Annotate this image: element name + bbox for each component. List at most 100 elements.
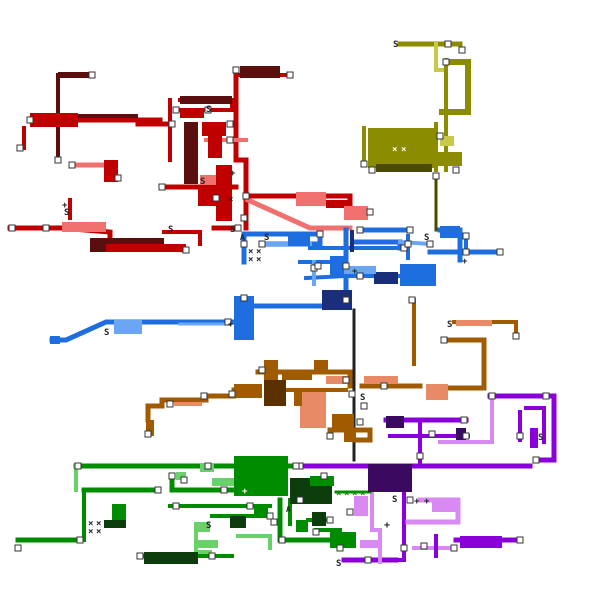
map-corridor bbox=[162, 230, 202, 246]
map-room bbox=[234, 456, 288, 496]
door-icon bbox=[26, 116, 34, 124]
map-room bbox=[368, 464, 412, 492]
door-icon bbox=[258, 240, 266, 248]
door-icon bbox=[346, 508, 354, 516]
map-room bbox=[176, 472, 186, 480]
door-icon bbox=[420, 542, 428, 550]
save-point-icon: S bbox=[168, 225, 173, 235]
save-point-icon: S bbox=[393, 40, 398, 50]
door-icon bbox=[462, 248, 470, 256]
door-icon bbox=[168, 472, 176, 480]
map-room bbox=[330, 256, 346, 276]
door-icon bbox=[144, 430, 152, 438]
door-icon bbox=[168, 120, 176, 128]
map-room bbox=[106, 244, 186, 252]
door-icon bbox=[496, 248, 504, 256]
save-point-icon: S bbox=[200, 177, 205, 187]
door-icon bbox=[270, 518, 278, 526]
map-corridor bbox=[439, 59, 471, 115]
map-room bbox=[212, 478, 234, 486]
door-icon bbox=[348, 390, 356, 398]
item-plus-icon: + bbox=[230, 169, 236, 179]
map-room bbox=[234, 384, 262, 398]
door-icon bbox=[240, 294, 248, 302]
item-plus-icon: + bbox=[352, 267, 358, 277]
map-room bbox=[456, 428, 466, 440]
door-icon bbox=[242, 192, 250, 200]
map-room bbox=[112, 504, 126, 524]
blocked-x-icon: × bbox=[96, 519, 101, 529]
map-room bbox=[180, 96, 232, 104]
elevator-icon: A bbox=[240, 233, 245, 242]
door-icon bbox=[204, 462, 212, 470]
door-icon bbox=[226, 120, 234, 128]
map-corridor bbox=[434, 42, 448, 72]
map-room bbox=[400, 264, 436, 286]
map-corridor bbox=[169, 473, 239, 493]
door-icon bbox=[200, 392, 208, 400]
item-plus-icon: + bbox=[62, 201, 68, 211]
map-room bbox=[144, 552, 198, 564]
map-room bbox=[146, 420, 154, 436]
door-icon bbox=[436, 132, 444, 140]
map-room bbox=[62, 222, 106, 232]
door-icon bbox=[180, 476, 188, 484]
door-icon bbox=[14, 544, 22, 552]
door-icon bbox=[532, 456, 540, 464]
map-room bbox=[310, 476, 334, 486]
map-room bbox=[58, 72, 92, 78]
map-room bbox=[360, 540, 382, 548]
door-icon bbox=[342, 296, 350, 304]
item-plus-icon: + bbox=[462, 257, 468, 267]
save-point-icon: S bbox=[64, 208, 69, 218]
door-icon bbox=[296, 496, 304, 504]
door-icon bbox=[516, 432, 524, 440]
door-icon bbox=[172, 106, 180, 114]
map-room bbox=[198, 188, 216, 206]
door-icon bbox=[8, 224, 16, 232]
door-icon bbox=[336, 544, 344, 552]
door-icon bbox=[158, 183, 166, 191]
door-icon bbox=[314, 262, 322, 270]
blocked-x-icon: × bbox=[344, 489, 349, 499]
save-point-icon: S bbox=[206, 105, 211, 115]
map-room bbox=[294, 392, 302, 406]
door-icon bbox=[460, 416, 468, 424]
door-icon bbox=[408, 296, 416, 304]
map-room bbox=[354, 496, 368, 516]
map-room bbox=[196, 522, 210, 532]
map-room bbox=[344, 432, 356, 442]
door-icon bbox=[400, 544, 408, 552]
map-room bbox=[200, 175, 216, 185]
map-corridor bbox=[370, 486, 382, 564]
door-icon bbox=[232, 66, 240, 74]
door-icon bbox=[368, 166, 376, 174]
door-icon bbox=[246, 502, 254, 510]
map-room bbox=[296, 520, 308, 532]
blocked-x-icon: × bbox=[228, 195, 233, 205]
item-plus-icon: + bbox=[242, 487, 248, 497]
door-icon bbox=[462, 432, 470, 440]
map-corridor bbox=[438, 394, 494, 444]
map-markers: SSSSS++×S××SSSA××××+++SSSS+++SSA××××××××… bbox=[8, 40, 550, 569]
save-point-icon: S bbox=[447, 320, 452, 330]
map-corridor bbox=[244, 196, 353, 231]
door-icon bbox=[356, 226, 364, 234]
item-plus-icon: + bbox=[424, 497, 430, 507]
door-icon bbox=[182, 246, 190, 254]
map-room bbox=[202, 122, 226, 136]
door-icon bbox=[258, 366, 266, 374]
door-icon bbox=[208, 552, 216, 560]
door-icon bbox=[428, 430, 436, 438]
door-icon bbox=[240, 240, 248, 248]
door-icon bbox=[512, 332, 520, 340]
door-icon bbox=[360, 402, 368, 410]
map-room bbox=[322, 290, 352, 310]
door-icon bbox=[54, 156, 62, 164]
door-icon bbox=[204, 106, 212, 114]
map-room bbox=[230, 516, 246, 528]
item-plus-icon: + bbox=[384, 520, 390, 531]
door-icon bbox=[462, 232, 470, 240]
door-icon bbox=[356, 418, 364, 426]
map-room bbox=[254, 504, 268, 518]
